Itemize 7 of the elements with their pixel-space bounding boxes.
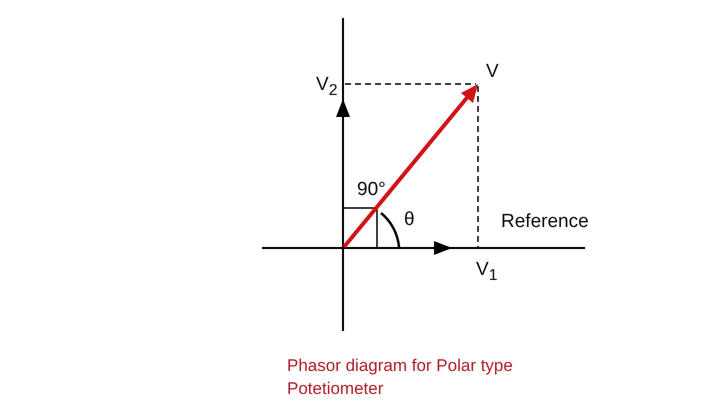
caption: Phasor diagram for Polar type Potetiometer bbox=[287, 355, 514, 400]
angle-label: θ bbox=[404, 210, 415, 229]
angle-label: 90° bbox=[357, 180, 386, 199]
axis-label: V$_{1}$ bbox=[476, 260, 498, 284]
phasor-label: V bbox=[486, 62, 499, 81]
axis-label: Reference bbox=[501, 212, 589, 231]
axis-label: V$_{2}$ bbox=[316, 75, 338, 99]
